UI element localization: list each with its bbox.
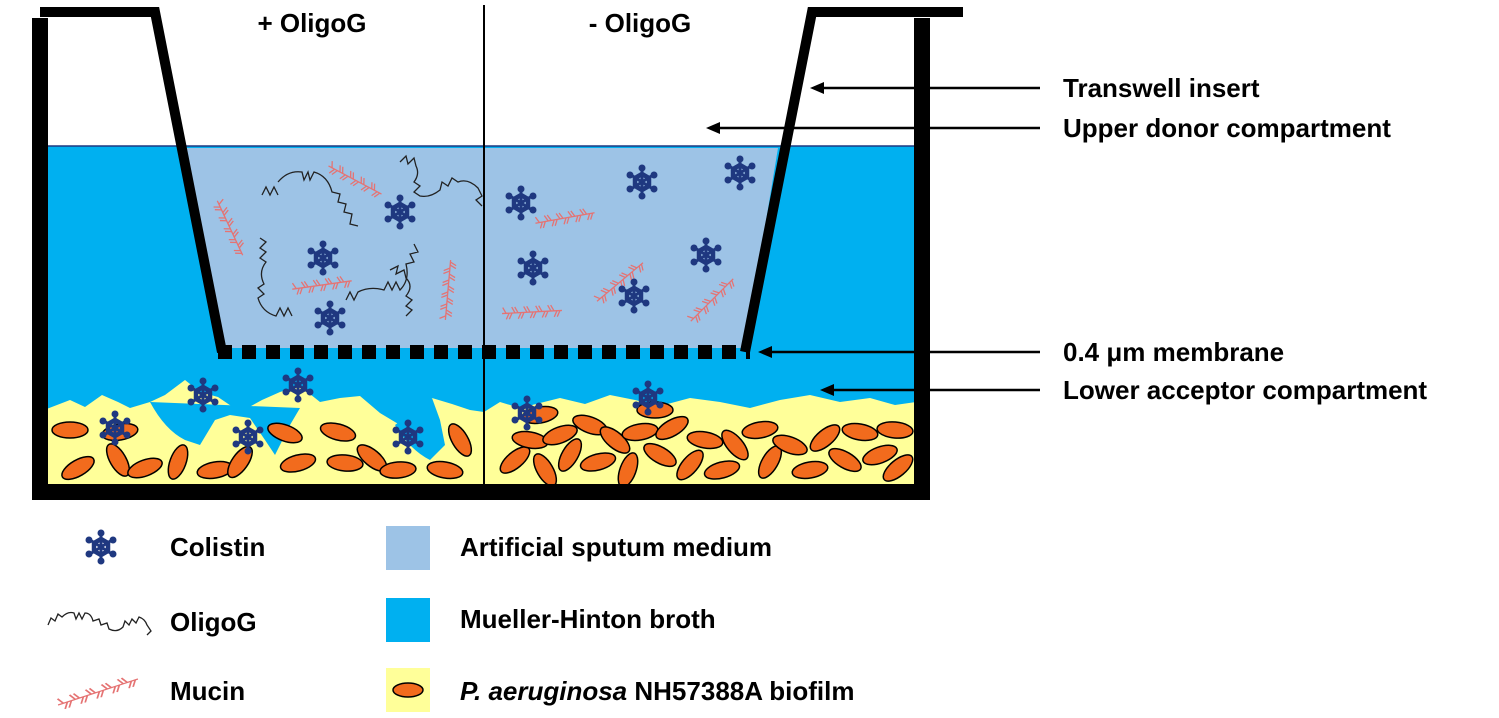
legend-colistin-icon (86, 530, 117, 565)
label-membrane: 0.4 μm membrane (1063, 337, 1284, 367)
legend-oligog-label: OligoG (170, 607, 257, 637)
legend-asm-swatch (386, 526, 430, 570)
legend-mhb-swatch (386, 598, 430, 642)
annotation-arrows (706, 82, 1040, 396)
legend-mucin-icon (55, 672, 141, 712)
legend-asm-label: Artificial sputum medium (460, 532, 772, 562)
legend-mucin-label: Mucin (170, 676, 245, 706)
legend-biofilm-species: P. aeruginosa (460, 676, 627, 706)
legend-biofilm-strain: NH57388A biofilm (627, 676, 854, 706)
oligog-chains (256, 154, 483, 318)
artificial-sputum-medium (180, 148, 778, 348)
transwell-insert (40, 7, 963, 353)
well-outer (32, 18, 930, 500)
legend-mhb-label: Mueller-Hinton broth (460, 604, 716, 634)
legend-biofilm-swatch (386, 668, 430, 712)
label-transwell-insert: Transwell insert (1063, 73, 1260, 103)
label-lower-acceptor-compartment: Lower acceptor compartment (1063, 375, 1427, 405)
legend-biofilm-label: P. aeruginosa NH57388A biofilm (460, 676, 854, 706)
label-upper-donor-compartment: Upper donor compartment (1063, 113, 1391, 143)
header-minus-oligog: - OligoG (589, 8, 692, 38)
legend-colistin-label: Colistin (170, 532, 265, 562)
header-plus-oligog: + OligoG (257, 8, 366, 38)
legend: Colistin OligoG Mucin Artificial sputum … (47, 526, 854, 712)
legend-oligog-icon (47, 611, 152, 636)
